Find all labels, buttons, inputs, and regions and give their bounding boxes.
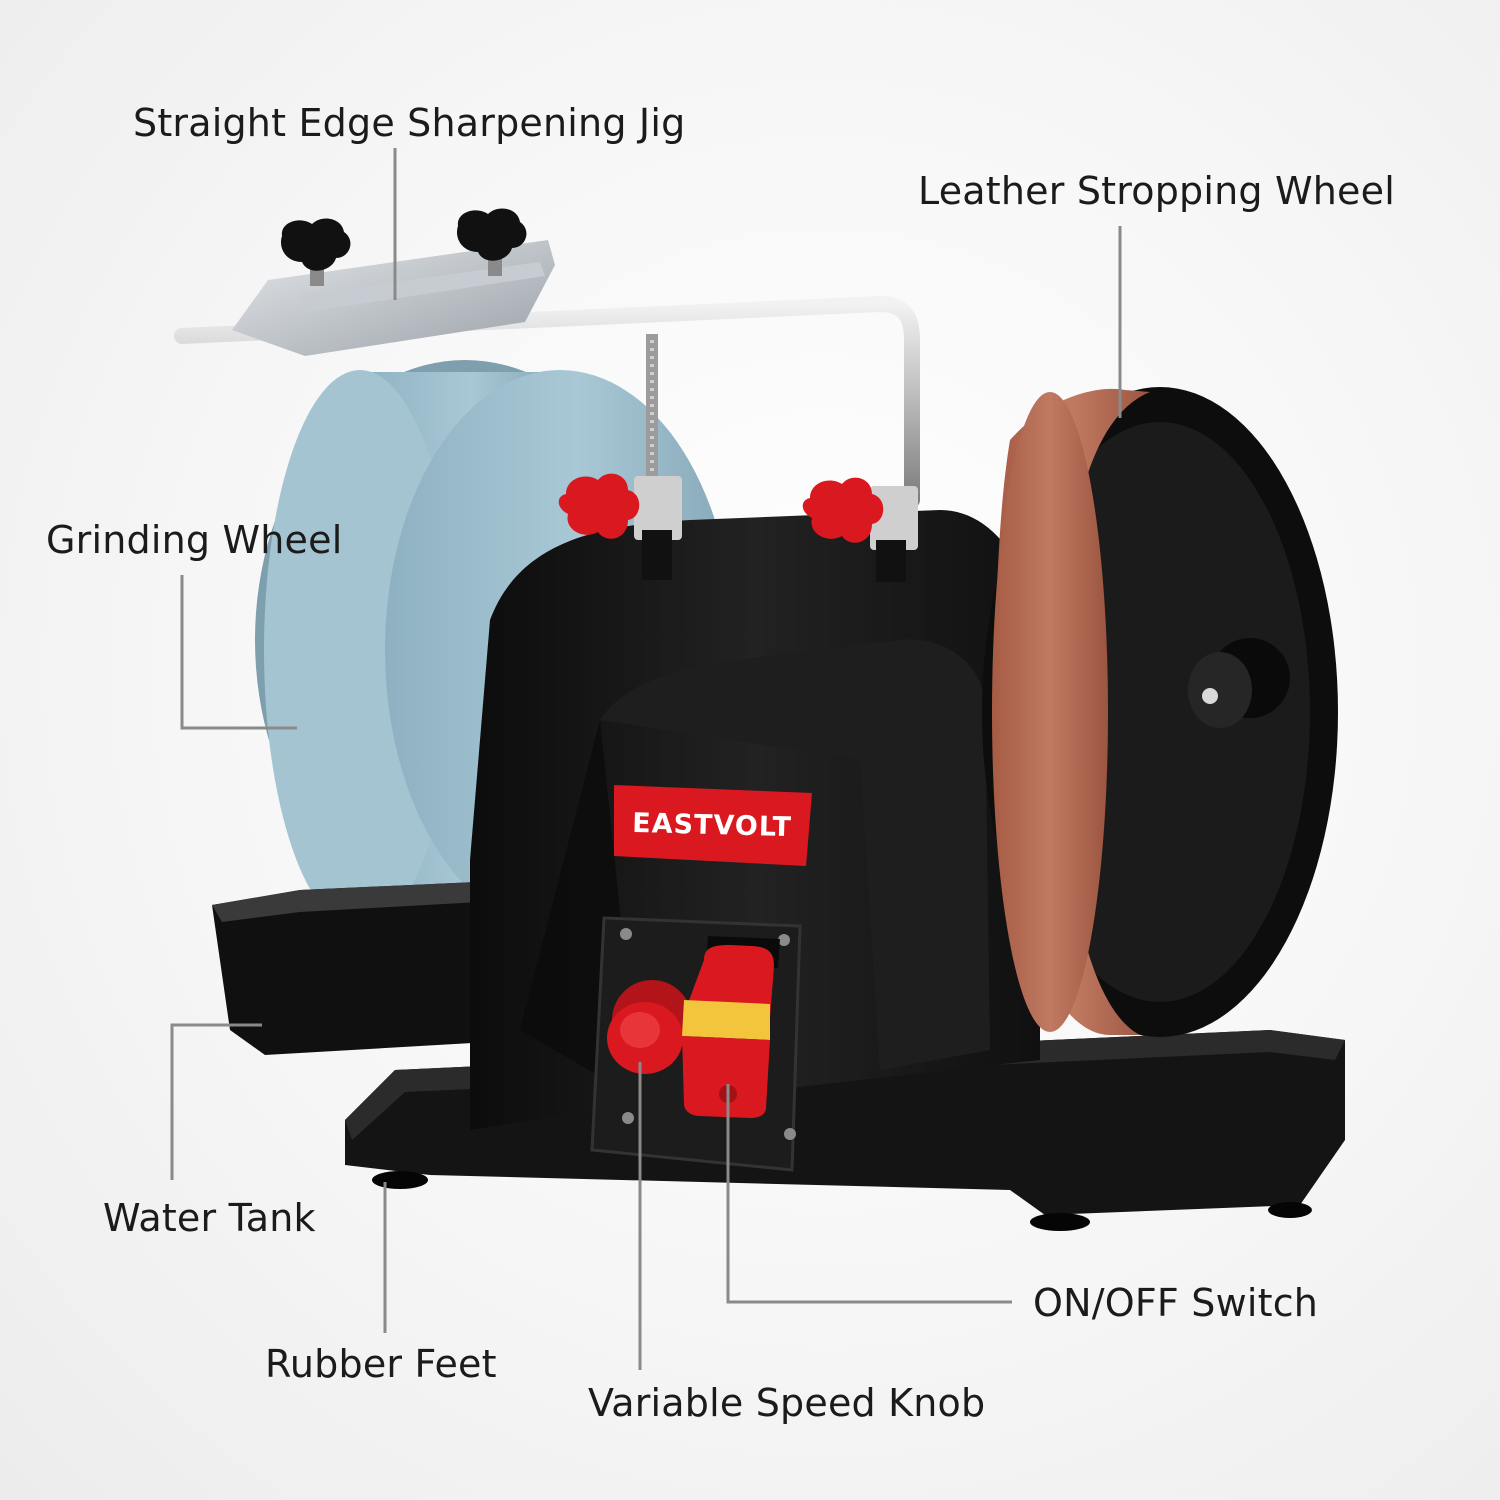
- label-grinding-wheel: Grinding Wheel: [46, 518, 343, 562]
- jig-knob-left[interactable]: [280, 218, 351, 286]
- clamp-knob-right[interactable]: [802, 477, 918, 582]
- brand-plate: EASTVOLT: [614, 785, 812, 866]
- label-sharpening-jig: Straight Edge Sharpening Jig: [133, 101, 686, 145]
- leader-line-on-off: [726, 1084, 1012, 1304]
- variable-speed-knob[interactable]: [607, 980, 692, 1074]
- leader-line-water-tank: [170, 1023, 262, 1180]
- support-bar: [174, 295, 920, 508]
- label-rubber-feet: Rubber Feet: [265, 1342, 497, 1386]
- label-variable-speed-knob: Variable Speed Knob: [588, 1381, 986, 1425]
- brand-logo: EASTVOLT: [632, 808, 792, 843]
- jig-knob-right[interactable]: [456, 208, 527, 276]
- water-tank: [212, 880, 525, 1055]
- clamp-knob-left[interactable]: [558, 473, 682, 580]
- leader-line-grinding: [180, 575, 297, 730]
- leather-stropping-wheel: [982, 387, 1338, 1037]
- on-off-switch[interactable]: [682, 936, 780, 1118]
- label-leather-stropping-wheel: Leather Stropping Wheel: [918, 169, 1395, 213]
- leader-lines: [170, 148, 1122, 1370]
- label-water-tank: Water Tank: [103, 1196, 316, 1240]
- label-on-off-switch: ON/OFF Switch: [1033, 1281, 1319, 1325]
